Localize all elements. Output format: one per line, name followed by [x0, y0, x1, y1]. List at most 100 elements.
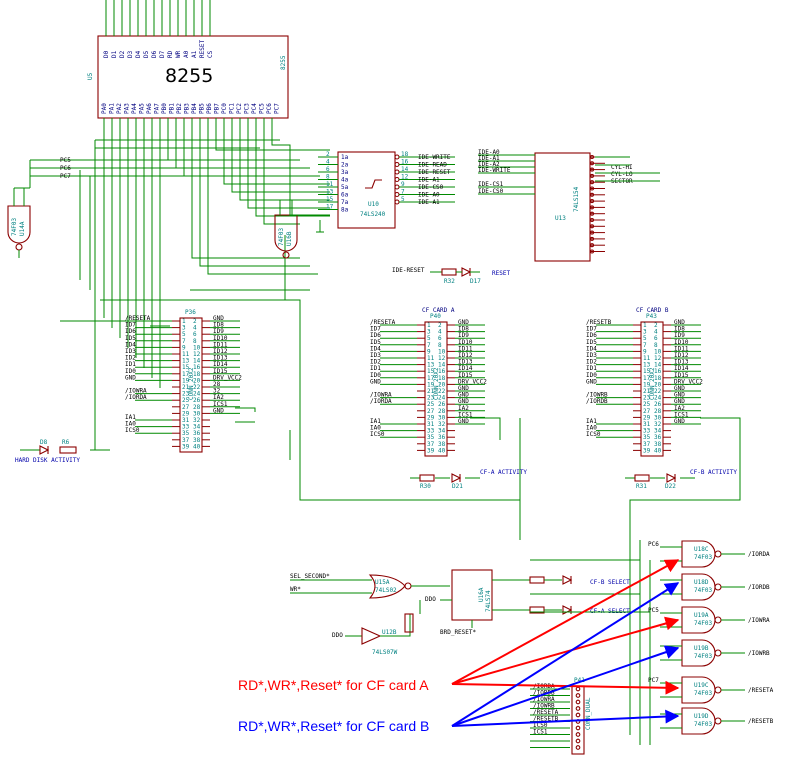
svg-text:PC6: PC6 — [60, 165, 71, 172]
pin-label-8255-top: RESET — [199, 40, 206, 58]
connector-pin-num-right: 14 — [654, 362, 662, 369]
svg-text:WR*: WR* — [290, 586, 301, 593]
u10-pin-in: 2 — [326, 151, 330, 158]
pin-label-8255-top: D2 — [119, 50, 126, 58]
svg-text:PC7: PC7 — [648, 677, 659, 684]
connector-pin-num-left: 21 — [182, 384, 190, 391]
svg-text:8255: 8255 — [280, 55, 287, 70]
connector-pin-num-right: 20 — [193, 377, 201, 384]
u10-pin-in: 11 — [326, 181, 334, 188]
u10-pin-out: 18 — [401, 151, 409, 158]
pin-label-8255-bottom: PB7 — [214, 103, 221, 114]
connector-right-label: ICS1 — [213, 401, 228, 408]
connector-left-label: ID7 — [125, 322, 136, 329]
connector-pin-num-right: 34 — [193, 424, 201, 431]
u10-output-label: IDE-WRITE — [418, 154, 451, 161]
pin-label-8255-bottom: PA2 — [116, 103, 123, 114]
connector-left-label: ID7 — [586, 326, 597, 333]
u10-output-label: IDE-CS0 — [418, 184, 444, 191]
svg-text:U5: U5 — [87, 72, 94, 80]
u10-out-bubble — [394, 199, 400, 205]
connector-left-label: ID4 — [586, 345, 597, 352]
connector-pin-num-right: 12 — [438, 355, 446, 362]
connector-pin-num-left: 15 — [427, 368, 435, 375]
svg-text:U18C: U18C — [694, 546, 709, 553]
svg-text:/RESETB: /RESETB — [748, 718, 774, 725]
svg-text:CF-A ACTIVITY: CF-A ACTIVITY — [480, 469, 527, 476]
svg-text:U14A: U14A — [19, 221, 26, 236]
svg-text:U18D: U18D — [694, 579, 709, 586]
pin-label-8255-top: D1 — [111, 50, 118, 58]
svg-text:R31: R31 — [636, 483, 647, 490]
connector-right-label: ID14 — [458, 365, 473, 372]
u10-output-label: IDE-A1 — [418, 199, 440, 206]
connector-left-label: ID2 — [586, 359, 597, 366]
connector-pin-num-right: 6 — [438, 335, 442, 342]
svg-text:74F03: 74F03 — [11, 218, 18, 236]
chip-u10: U10 74LS240 1a22a43a64a85a116a137a158a17… — [289, 145, 455, 233]
connector-right-label: 28 — [213, 381, 221, 388]
svg-text:74F03: 74F03 — [694, 721, 712, 728]
u10-pin-out: 7 — [401, 189, 405, 196]
svg-text:DDO: DDO — [425, 596, 436, 603]
u13-out-bubble — [589, 199, 595, 204]
u13-input-label: IDE-CS0 — [478, 188, 504, 195]
svg-text:U16B: U16B — [286, 231, 293, 246]
connector-pin-num-right: 38 — [438, 441, 446, 448]
connector-right-label: ID10 — [674, 339, 689, 346]
connector-left-label: ID2 — [370, 359, 381, 366]
u10-out-bubble — [394, 169, 400, 175]
connector-pin-num-right: 16 — [193, 364, 201, 371]
connector-pin-num-right: 16 — [654, 368, 662, 375]
p41-pin — [575, 699, 581, 705]
u10-pin-in: 13 — [326, 189, 334, 196]
connector-left-label: /IOWRA — [370, 392, 392, 399]
u10-pin-out: 5 — [401, 196, 405, 203]
connector-pin-num-right: 14 — [193, 358, 201, 365]
svg-text:74F03: 74F03 — [694, 620, 712, 627]
pin-label-8255-bottom: PA7 — [154, 103, 161, 114]
pin-label-8255-bottom: PB2 — [176, 103, 183, 114]
u10-pin-out: 14 — [401, 166, 409, 173]
connector-pin-num-right: 8 — [193, 338, 197, 345]
connector-pin-num-left: 3 — [643, 329, 647, 336]
svg-text:74LS74: 74LS74 — [485, 590, 492, 612]
connector-pin-num-right: 22 — [438, 388, 446, 395]
u10-pin-out: 9 — [401, 181, 405, 188]
u13-input-label: IDE-A2 — [478, 161, 500, 168]
connector-left-label: ID5 — [370, 339, 381, 346]
connector-right-label: ID10 — [458, 339, 473, 346]
connector-left-label: ID2 — [125, 355, 136, 362]
connector-left-label: ICS0 — [586, 431, 601, 438]
svg-text:CONN_20X2: CONN_20X2 — [188, 367, 195, 400]
connector-pin-num-left: 21 — [643, 388, 651, 395]
p41-label: /RESETA — [533, 709, 559, 716]
p41-pin — [575, 745, 581, 750]
connector-pin-num-left: 5 — [643, 335, 647, 342]
connector-pin-num-left: 1 — [643, 322, 647, 329]
annotation-card-a-text: RD*,WR*,Reset* for CF card A — [238, 677, 429, 693]
p41-pin — [575, 686, 581, 692]
connector-pin-num-right: 16 — [438, 368, 446, 375]
u10-input-label: 7a — [341, 199, 349, 206]
u10-input-label: 3a — [341, 169, 349, 176]
connector-pin-num-left: 23 — [643, 395, 651, 402]
connector-pin-num-left: 25 — [427, 401, 435, 408]
svg-text:P40: P40 — [430, 313, 441, 320]
connector-pin-num-left: 17 — [182, 371, 190, 378]
u13-output-label: CYL-LO — [611, 171, 633, 178]
annotation-card-b-text: RD*,WR*,Reset* for CF card B — [238, 718, 429, 734]
connector-left-label: IA1 — [125, 414, 136, 421]
svg-text:R32: R32 — [444, 278, 455, 285]
u13-out-bubble — [589, 243, 595, 248]
u13-out-bubble — [589, 224, 595, 229]
connector-pin-num-left: 33 — [643, 428, 651, 435]
connector-right-label: ID11 — [674, 345, 689, 352]
connector-right-label: 32 — [213, 388, 221, 395]
svg-text:CF-B ACTIVITY: CF-B ACTIVITY — [690, 469, 737, 476]
pin-label-8255-top: D4 — [135, 50, 142, 58]
svg-text:P41: P41 — [574, 677, 585, 684]
svg-text:/IORDB: /IORDB — [748, 584, 770, 591]
connector-pin-num-right: 24 — [654, 395, 662, 402]
